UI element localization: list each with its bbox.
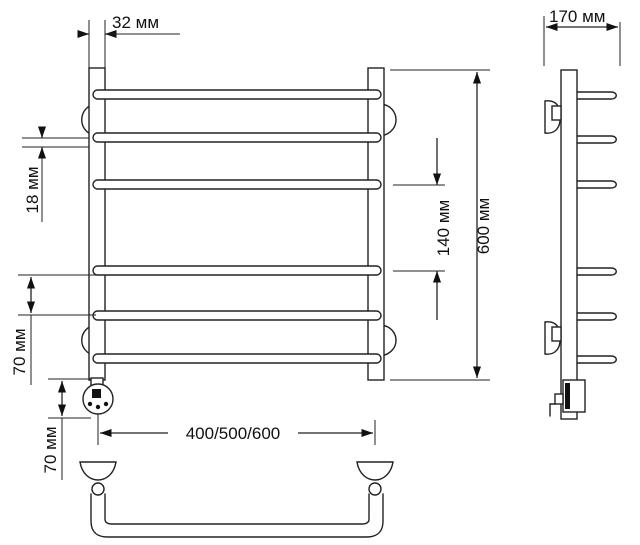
bar-6: [92, 353, 382, 364]
dim-bottom-offset: 70 мм: [10, 274, 96, 385]
label-bar-spacing: 140 мм: [434, 200, 453, 256]
horizontal-bars: [92, 89, 382, 364]
right-vertical-pipe: [367, 67, 385, 381]
dim-height: 600 мм: [390, 69, 493, 381]
heating-element: [82, 377, 114, 420]
bar-3: [92, 179, 382, 190]
dim-width: 400/500/600: [97, 420, 376, 445]
label-pipe-diameter: 32 мм: [112, 13, 159, 32]
label-height: 600 мм: [474, 198, 493, 254]
label-depth: 170 мм: [549, 7, 605, 26]
label-bar-pitch: 18 мм: [23, 166, 42, 213]
side-view: 170 мм: [543, 7, 621, 420]
left-vertical-pipe: [88, 67, 106, 381]
top-view: [79, 461, 394, 538]
bar-1: [92, 89, 382, 100]
side-wall-bracket-bottom: [544, 321, 562, 355]
label-width-options: 400/500/600: [186, 424, 281, 443]
side-bar-profiles: [576, 91, 617, 364]
side-wall-bracket-top: [544, 100, 562, 134]
dim-mount-offset: 70 мм: [41, 378, 91, 480]
bar-2: [92, 132, 382, 143]
dim-bar-pitch: 18 мм: [22, 126, 89, 222]
side-heating-element: [549, 379, 586, 417]
side-vertical-pipe: [560, 69, 578, 420]
label-bottom-offset: 70 мм: [10, 328, 29, 375]
dim-depth: 170 мм: [543, 7, 621, 66]
front-view: 32 мм 600 мм 140 мм 18 мм: [10, 13, 493, 538]
dim-pipe-diameter: 32 мм: [77, 13, 180, 68]
label-mount-offset: 70 мм: [41, 426, 60, 473]
bar-5: [92, 310, 382, 321]
bar-4: [92, 265, 382, 276]
dim-bar-spacing: 140 мм: [393, 138, 453, 320]
